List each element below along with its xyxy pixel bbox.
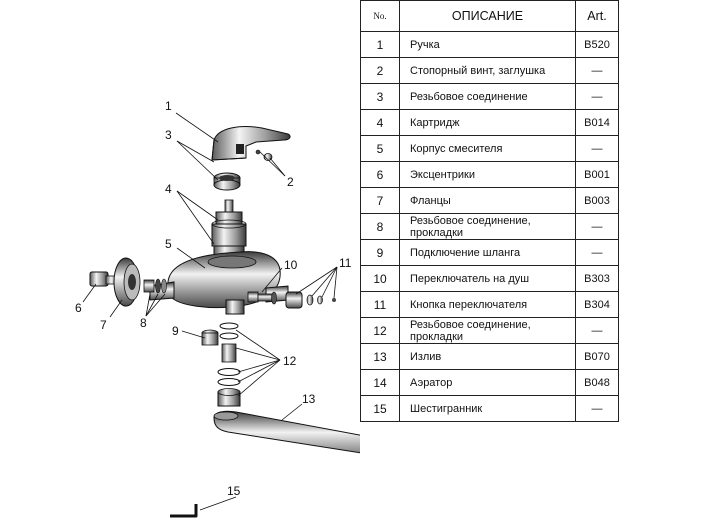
part-threaded-ring (213, 172, 241, 191)
callout-1: 1 (165, 99, 172, 113)
row-desc: Переключатель на душ (399, 265, 576, 292)
row-art: — (575, 135, 619, 162)
row-no: 8 (360, 213, 400, 240)
row-no: 2 (360, 57, 400, 84)
callout-4: 4 (165, 182, 172, 196)
row-no: 1 (360, 31, 400, 58)
row-no: 6 (360, 161, 400, 188)
row-art: B303 (575, 265, 619, 292)
row-desc: Резьбовое соединение (399, 83, 576, 110)
part-handle (211, 126, 291, 161)
row-no: 4 (360, 109, 400, 136)
part-hose-connection (201, 329, 219, 346)
callout-5: 5 (165, 237, 172, 251)
row-desc: Корпус смесителя (399, 135, 576, 162)
row-desc: Кнопка переключателя (399, 291, 576, 318)
row-art: B048 (575, 369, 619, 396)
part-connection-gaskets (143, 278, 167, 294)
row-art: — (575, 239, 619, 266)
row-desc: Фланцы (399, 187, 576, 214)
row-desc: Резьбовое соединение, прокладки (399, 317, 576, 344)
row-desc: Картридж (399, 109, 576, 136)
callout-15: 15 (227, 484, 241, 498)
callout-12: 12 (283, 354, 297, 368)
row-desc: Стопорный винт, заглушка (399, 57, 576, 84)
leader-lines (82, 112, 338, 511)
part-body (149, 251, 289, 315)
row-no: 10 (360, 265, 400, 292)
callout-3: 3 (165, 128, 172, 142)
row-desc: Аэратор (399, 369, 576, 396)
callout-13: 13 (302, 392, 316, 406)
row-no: 11 (360, 291, 400, 318)
row-no: 3 (360, 83, 400, 110)
callout-11: 11 (339, 256, 352, 270)
table-header-row: No. ОПИСАНИЕ Art. (360, 0, 619, 32)
part-screw-cap (255, 149, 273, 161)
exploded-view-diagram: 1 2 3 4 5 6 7 8 9 10 11 12 13 14 15 (75, 99, 360, 518)
row-desc: Подключение шланга (399, 239, 576, 266)
part-spout (213, 410, 360, 454)
row-desc: Излив (399, 343, 576, 370)
row-no: 15 (360, 395, 400, 422)
part-hex-key (170, 504, 198, 518)
callout-7: 7 (100, 318, 107, 332)
part-diverter-knob (285, 291, 336, 309)
row-art: B520 (575, 31, 619, 58)
header-art: Art. (575, 0, 619, 32)
callout-6: 6 (75, 301, 82, 315)
row-art: B304 (575, 291, 619, 318)
exploded-view-svg: 1 2 3 4 5 6 7 8 9 10 11 12 13 14 15 (75, 99, 360, 518)
part-eccentric (89, 271, 121, 287)
row-art: B014 (575, 109, 619, 136)
row-desc: Шестигранник (399, 395, 576, 422)
part-diverter (247, 291, 277, 305)
header-desc: ОПИСАНИЕ (399, 0, 576, 32)
row-art: — (575, 395, 619, 422)
callout-2: 2 (287, 175, 294, 189)
row-no: 13 (360, 343, 400, 370)
row-no: 5 (360, 135, 400, 162)
row-art: B003 (575, 187, 619, 214)
part-flange (113, 257, 141, 307)
callout-8: 8 (140, 316, 147, 330)
row-desc: Резьбовое соединение, прокладки (399, 213, 576, 240)
row-art: — (575, 57, 619, 84)
row-desc: Ручка (399, 31, 576, 58)
part-spout-connection (217, 322, 241, 407)
row-art: — (575, 317, 619, 344)
row-no: 9 (360, 239, 400, 266)
row-art: B001 (575, 161, 619, 188)
row-desc: Эксцентрики (399, 161, 576, 188)
header-no: No. (360, 0, 400, 32)
part-cartridge (211, 199, 247, 262)
callout-9: 9 (172, 324, 179, 338)
row-art: — (575, 213, 619, 240)
row-art: — (575, 83, 619, 110)
callout-10: 10 (284, 258, 298, 272)
row-no: 12 (360, 317, 400, 344)
row-no: 14 (360, 369, 400, 396)
row-art: B070 (575, 343, 619, 370)
row-no: 7 (360, 187, 400, 214)
